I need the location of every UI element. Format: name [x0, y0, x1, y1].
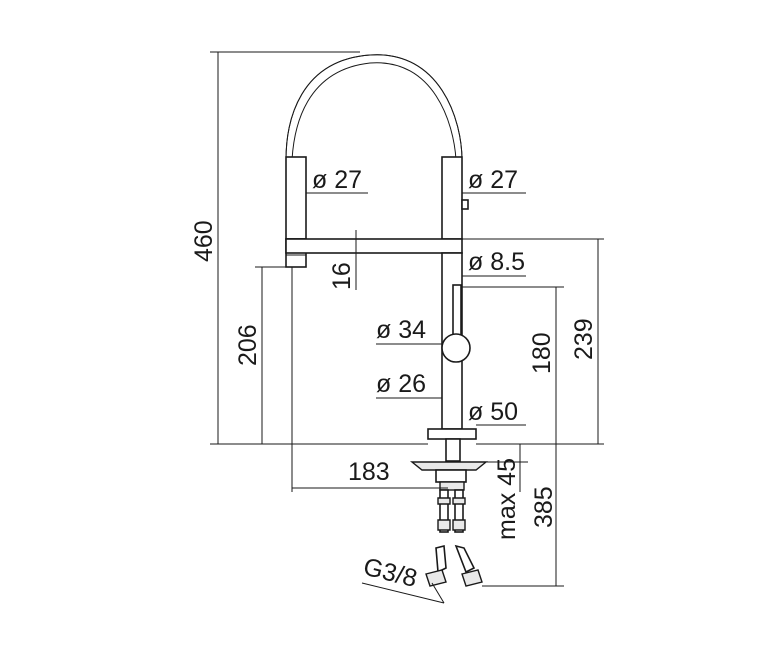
- spring-hose: [285, 54, 463, 161]
- base-flange: [427, 428, 477, 440]
- label-hose-diameter-right: ø 27: [468, 166, 518, 194]
- label-lever-height: 180: [528, 332, 556, 374]
- label-spout-reach: 183: [348, 458, 390, 486]
- label-hose-diameter-left: ø 27: [312, 166, 362, 194]
- label-base-diameter: ø 50: [468, 398, 518, 426]
- spout-arm: [285, 238, 463, 254]
- supply-hoses: [425, 489, 483, 587]
- label-lever-diameter: ø 8.5: [468, 248, 525, 276]
- handle: [441, 333, 471, 363]
- right-hose-sleeve: [441, 156, 463, 240]
- label-handle-diameter: ø 34: [376, 316, 426, 344]
- label-body-diameter: ø 26: [376, 370, 426, 398]
- mounting-plate: [410, 461, 488, 471]
- label-overall-height: 460: [190, 220, 218, 262]
- label-max-deck-thickness: max 45: [493, 458, 521, 540]
- faucet-outline: [285, 54, 488, 587]
- label-hose-length: 385: [530, 486, 558, 528]
- dimension-lines: [210, 51, 604, 604]
- label-spout-thickness: 16: [328, 262, 356, 290]
- sleeve-button: [461, 199, 469, 210]
- left-hose-sleeve: [285, 156, 307, 240]
- label-spout-height: 239: [570, 318, 598, 360]
- dimension-labels: 460 206 16 183 ø 27 ø 27 ø 8.5 ø 34 ø 26…: [190, 166, 598, 593]
- label-spout-outlet-height: 206: [234, 324, 262, 366]
- label-connection-thread: G3/8: [361, 553, 420, 593]
